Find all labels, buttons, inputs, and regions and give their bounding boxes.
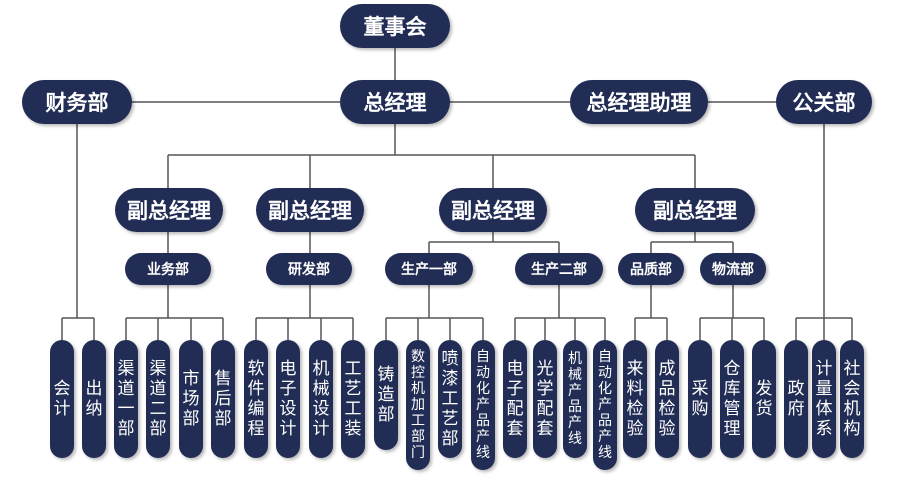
- leaf-unit[interactable]: 软件编程: [244, 340, 268, 458]
- dept-logistics[interactable]: 物流部: [700, 253, 766, 285]
- leaf-unit[interactable]: 会计: [50, 340, 74, 458]
- leaf-unit[interactable]: 售后部: [211, 340, 235, 458]
- gm-assistant-node[interactable]: 总经理助理: [570, 80, 708, 124]
- vice-gm-node-3[interactable]: 副总经理: [439, 188, 547, 232]
- dept-sales[interactable]: 业务部: [125, 253, 211, 285]
- leaf-unit[interactable]: 工艺工装: [341, 340, 365, 458]
- vice-gm-node-4[interactable]: 副总经理: [635, 188, 755, 232]
- leaf-unit[interactable]: 光学配套: [533, 340, 557, 458]
- leaf-unit[interactable]: 自动化产品产线: [593, 340, 617, 470]
- leaf-unit[interactable]: 渠道二部: [146, 340, 170, 458]
- leaf-unit[interactable]: 喷漆工艺部: [438, 340, 462, 458]
- leaf-unit[interactable]: 政府: [784, 340, 808, 458]
- finance-node[interactable]: 财务部: [22, 80, 132, 124]
- leaf-unit[interactable]: 机械产品产线: [563, 340, 587, 458]
- leaf-unit[interactable]: 自动化产品产线: [471, 340, 495, 470]
- leaf-unit[interactable]: 成品检验: [655, 340, 679, 458]
- dept-production-2[interactable]: 生产二部: [515, 253, 603, 285]
- pr-node[interactable]: 公关部: [776, 80, 872, 124]
- leaf-unit[interactable]: 发货: [752, 340, 776, 458]
- general-manager-node[interactable]: 总经理: [340, 80, 450, 124]
- leaf-unit[interactable]: 市场部: [179, 340, 203, 458]
- dept-production-1[interactable]: 生产一部: [385, 253, 473, 285]
- leaf-unit[interactable]: 电子配套: [503, 340, 527, 458]
- leaf-unit[interactable]: 来料检验: [623, 340, 647, 458]
- leaf-unit[interactable]: 计量体系: [812, 340, 836, 458]
- leaf-unit[interactable]: 社会机构: [840, 340, 864, 458]
- vice-gm-node-2[interactable]: 副总经理: [256, 188, 364, 232]
- dept-rd[interactable]: 研发部: [266, 253, 352, 285]
- leaf-unit[interactable]: 渠道一部: [114, 340, 138, 458]
- leaf-unit[interactable]: 电子设计: [276, 340, 300, 458]
- leaf-unit[interactable]: 铸造部: [374, 340, 398, 450]
- leaf-unit[interactable]: 出纳: [82, 340, 106, 458]
- vice-gm-node-1[interactable]: 副总经理: [115, 188, 223, 232]
- dept-quality[interactable]: 品质部: [618, 253, 684, 285]
- leaf-unit[interactable]: 采购: [688, 340, 712, 458]
- leaf-unit[interactable]: 机械设计: [309, 340, 333, 458]
- leaf-unit[interactable]: 仓库管理: [720, 340, 744, 458]
- board-node[interactable]: 董事会: [340, 4, 450, 48]
- leaf-unit[interactable]: 数控机加工部门: [406, 340, 430, 470]
